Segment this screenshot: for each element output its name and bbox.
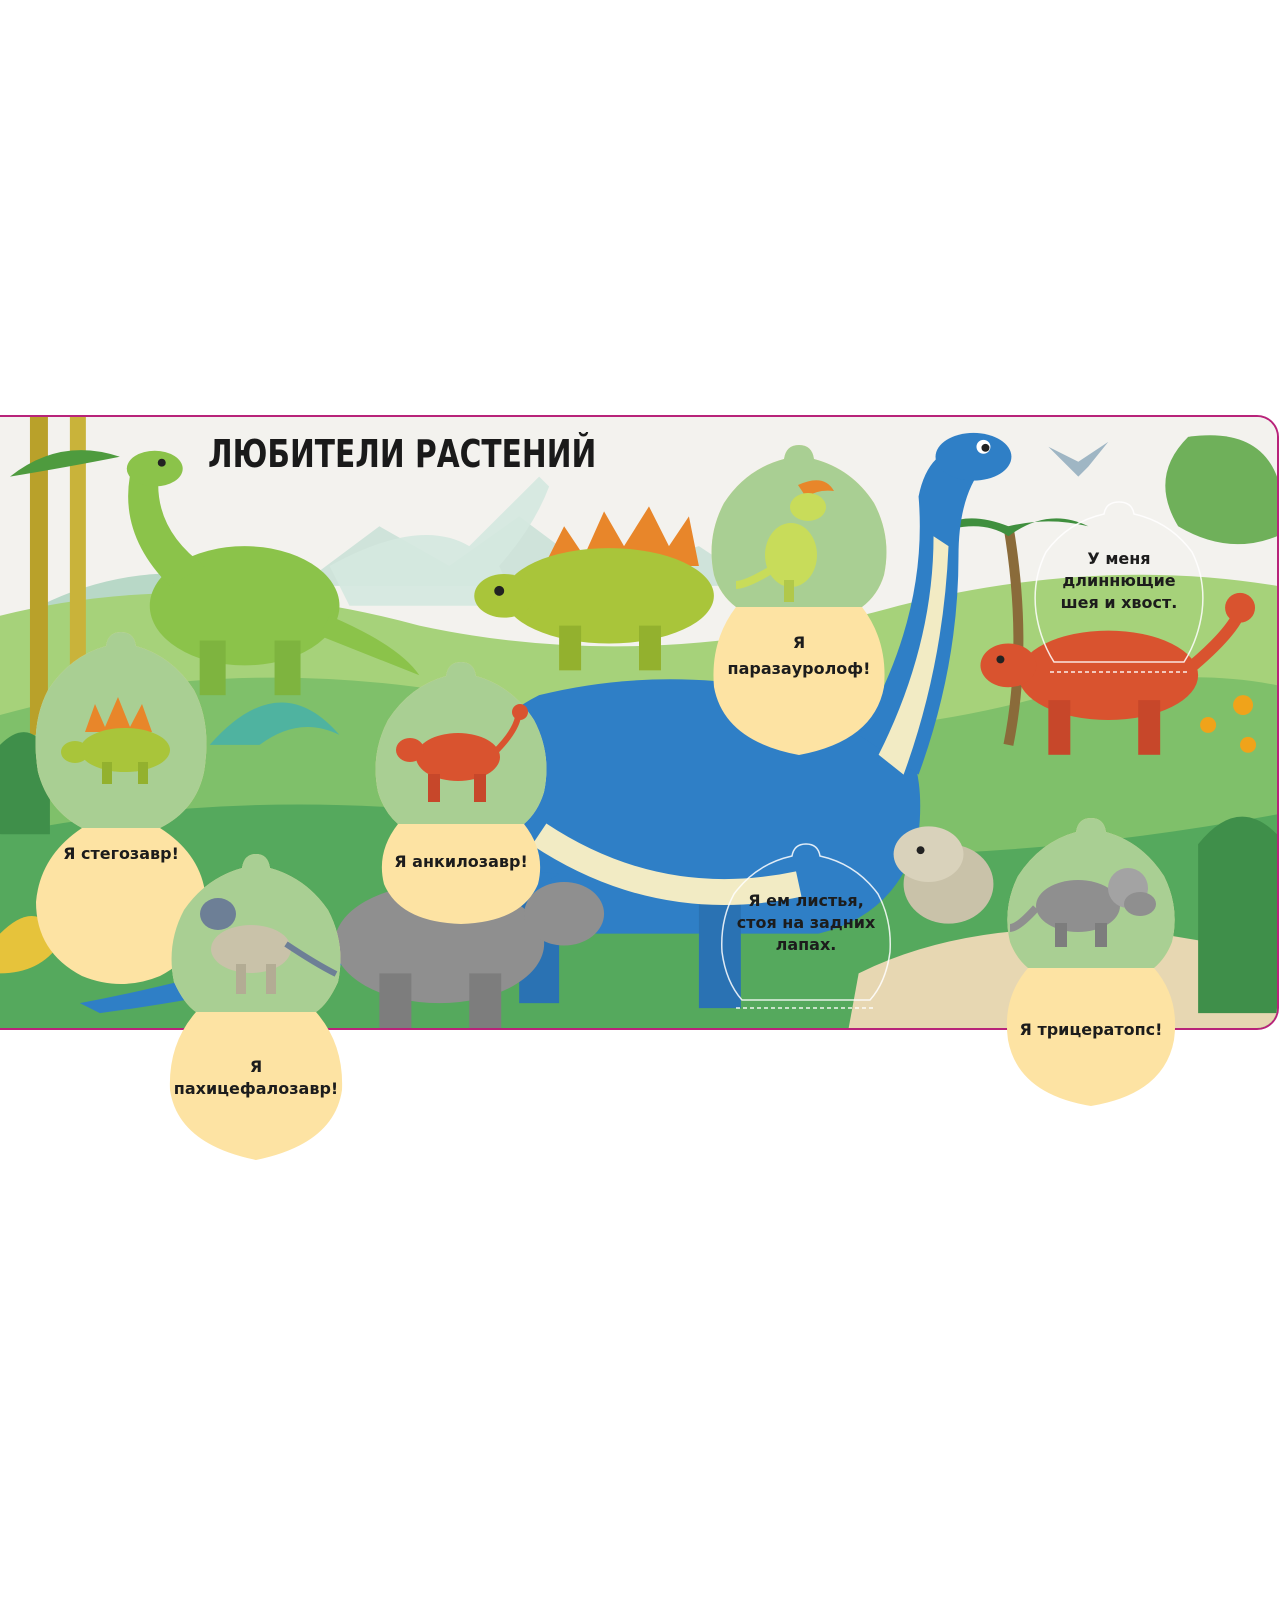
bamboo-stalk (69, 417, 86, 716)
pachycephalosaurus-label: Я пахицефалозавр! (173, 1057, 339, 1098)
stegosaurus-icon (61, 697, 170, 784)
flap-stegosaurus[interactable]: Я стегозавр! (30, 632, 212, 984)
ankylosaurus-label: Я анкилозавр! (394, 852, 528, 871)
neck-fact-label: У меня длиннющие шея и хвост. (1060, 549, 1178, 612)
flap-parasaurolophus[interactable]: Я паразауролоф! (706, 445, 892, 775)
parasaurolophus-icon (735, 480, 834, 602)
stegosaurus (474, 506, 714, 671)
bamboo-stalk (29, 417, 48, 735)
flap-neck-fact[interactable]: У меня длиннющие шея и хвост. (1028, 500, 1210, 680)
stegosaurus-label: Я стегозавр! (63, 844, 179, 863)
parasaurolophus-label: Я паразауролоф! (727, 633, 871, 678)
flap-leaves-fact[interactable]: Я ем листья, стоя на задних лапах. (716, 842, 896, 1014)
leaves-fact-label: Я ем листья, стоя на задних лапах. (736, 891, 876, 954)
page-title: ЛЮБИТЕЛИ РАСТЕНИЙ (208, 432, 597, 476)
pachycephalosaurus (893, 826, 994, 924)
pterosaur (1048, 441, 1109, 477)
triceratops-icon (1009, 868, 1156, 947)
ankylosaurus-icon (396, 704, 528, 802)
flap-triceratops[interactable]: Я трицератопс! (1000, 818, 1182, 1108)
ankylosaurus (980, 592, 1256, 755)
flap-ankylosaurus[interactable]: Я анкилозавр! (370, 662, 552, 924)
flap-pachycephalosaurus[interactable]: Я пахицефалозавр! (166, 854, 346, 1164)
green-brachiosaurus (126, 450, 420, 696)
pachycephalosaurus-icon (200, 898, 338, 994)
triceratops-label: Я трицератопс! (1019, 1020, 1163, 1039)
